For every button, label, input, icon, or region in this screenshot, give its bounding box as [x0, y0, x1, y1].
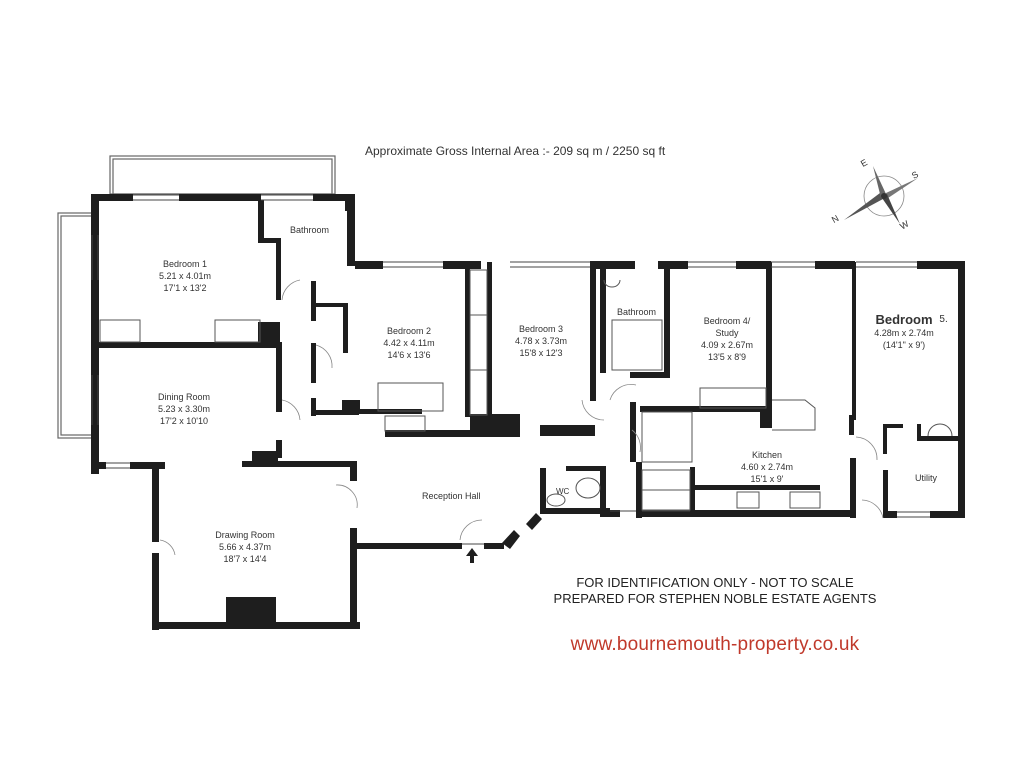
- room-name-text: Bedroom: [875, 312, 933, 327]
- room-metric: 4.42 x 4.11m: [383, 338, 435, 348]
- room-metric: 4.28m x 2.74m: [874, 328, 934, 338]
- room-metric: 4.09 x 2.67m: [700, 340, 754, 350]
- room-imperial: 17'1 x 13'2: [163, 283, 207, 293]
- room-metric: 5.23 x 3.30m: [157, 404, 211, 414]
- fittings: [99, 269, 953, 511]
- disclaimer-line-1: FOR IDENTIFICATION ONLY - NOT TO SCALE: [576, 575, 854, 590]
- room-metric: 4.78 x 3.73m: [514, 336, 568, 346]
- room-bedroom-1: Bedroom 1 5.21 x 4.01m 17'1 x 13'2: [159, 258, 211, 294]
- room-imperial: (14'1" x 9'): [882, 340, 926, 350]
- room-imperial: 15'8 x 12'3: [519, 348, 563, 358]
- room-name-line2: Study: [715, 328, 739, 338]
- room-bathroom-1: Bathroom: [290, 225, 330, 235]
- room-bedroom-5: Bedroom 5. 4.28m x 2.74m (14'1" x 9'): [874, 312, 948, 351]
- room-metric: 5.66 x 4.37m: [218, 542, 272, 552]
- room-name: Bedroom 3: [518, 324, 564, 334]
- room-reception-hall: Reception Hall: [422, 491, 481, 501]
- room-kitchen: Kitchen 4.60 x 2.74m 15'1 x 9': [741, 449, 793, 485]
- room-name: Dining Room: [157, 392, 211, 402]
- disclaimer: FOR IDENTIFICATION ONLY - NOT TO SCALE P…: [540, 575, 890, 607]
- room-number-suffix: 5.: [939, 314, 948, 325]
- room-metric: 5.21 x 4.01m: [158, 271, 212, 281]
- room-imperial: 14'6 x 13'6: [387, 350, 431, 360]
- walls: [91, 194, 965, 630]
- room-bedroom-3: Bedroom 3 4.78 x 3.73m 15'8 x 12'3: [515, 323, 567, 359]
- room-name: Bedroom 5.: [874, 312, 947, 327]
- room-utility: Utility: [915, 473, 937, 483]
- room-name: Bedroom 2: [386, 326, 432, 336]
- room-dining-room: Dining Room 5.23 x 3.30m 17'2 x 10'10: [158, 391, 210, 427]
- disclaimer-line-2: PREPARED FOR STEPHEN NOBLE ESTATE AGENTS: [553, 591, 877, 606]
- entrance-arrow-icon: [466, 548, 478, 563]
- room-metric: 4.60 x 2.74m: [740, 462, 794, 472]
- windows: [91, 194, 930, 545]
- room-name: Bedroom 1: [162, 259, 208, 269]
- compass-rose-icon: E S N W: [828, 157, 928, 231]
- room-imperial: 13'5 x 8'9: [708, 352, 746, 362]
- room-name: Bedroom 4/: [703, 316, 751, 326]
- room-bedroom-4-study: Bedroom 4/ Study 4.09 x 2.67m 13'5 x 8'9: [701, 315, 753, 363]
- gross-internal-area-title: Approximate Gross Internal Area :- 209 s…: [365, 144, 666, 158]
- room-imperial: 15'1 x 9': [750, 474, 784, 484]
- room-imperial: 17'2 x 10'10: [160, 416, 208, 426]
- room-wc: WC: [556, 487, 570, 496]
- room-bathroom-2: Bathroom: [617, 307, 657, 317]
- room-imperial: 18'7 x 14'4: [223, 554, 267, 564]
- room-drawing-room: Drawing Room 5.66 x 4.37m 18'7 x 14'4: [215, 529, 275, 565]
- room-name: Drawing Room: [215, 530, 275, 540]
- room-bedroom-2: Bedroom 2 4.42 x 4.11m 14'6 x 13'6: [383, 325, 434, 361]
- room-name: Kitchen: [751, 450, 783, 460]
- door-swings: [159, 279, 884, 556]
- website-link[interactable]: www.bournemouth-property.co.uk: [570, 634, 860, 655]
- compass-star-icon: [844, 166, 918, 224]
